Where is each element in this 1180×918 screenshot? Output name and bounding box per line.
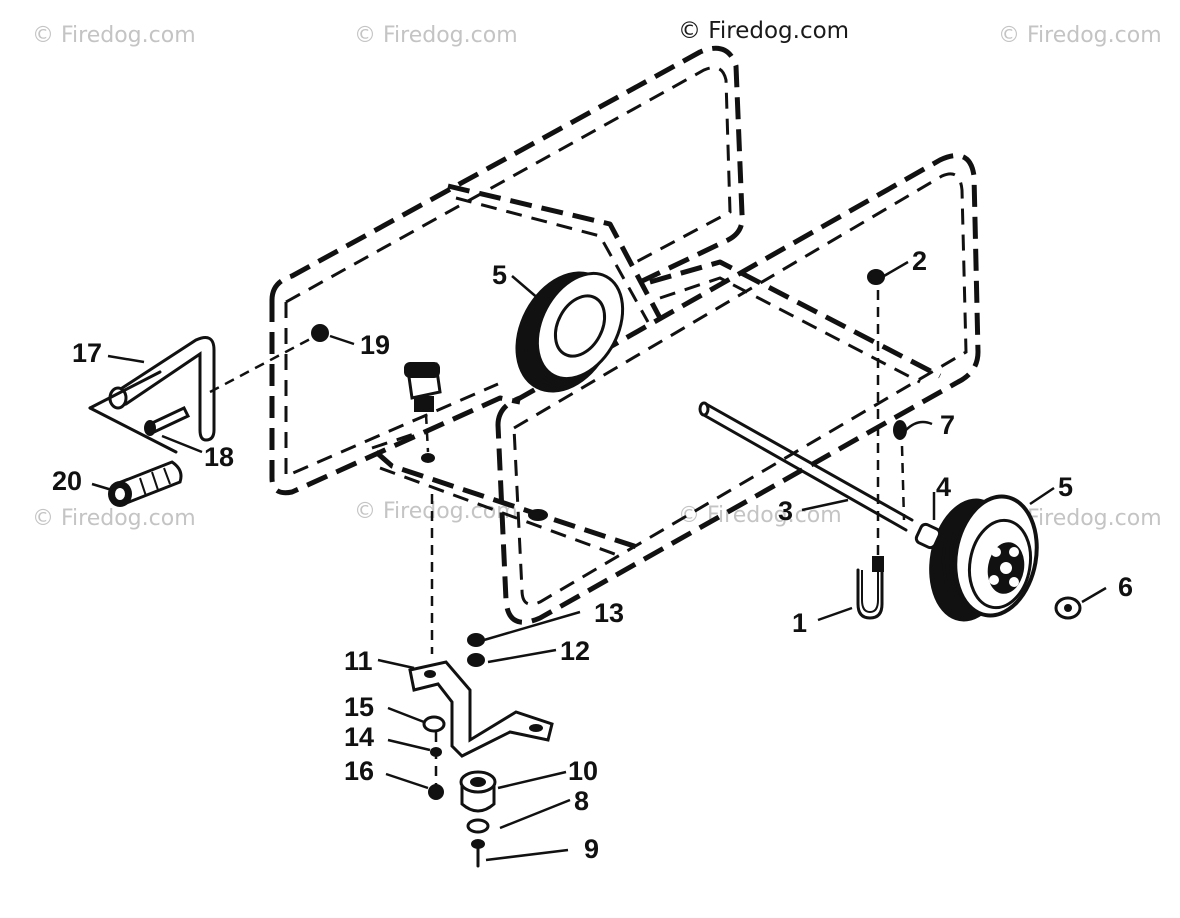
callout-5: 5 (1058, 472, 1073, 502)
front-wheel-assembly (914, 494, 1082, 622)
watermark: © Firedog.com (998, 23, 1162, 48)
callout-13: 13 (594, 598, 624, 628)
callout-2: 2 (912, 246, 927, 276)
callout-17: 17 (72, 338, 102, 368)
stand-assembly (408, 494, 554, 868)
leader-lines (91, 260, 1107, 862)
callout-15: 15 (344, 692, 374, 722)
cap-assembly (404, 362, 442, 463)
callout-19: 19 (360, 330, 390, 360)
callout-14: 14 (344, 722, 374, 752)
callout-20: 20 (52, 466, 82, 496)
watermark: © Firedog.com (354, 499, 518, 524)
callout-7: 7 (940, 410, 955, 440)
watermark: © Firedog.com (32, 506, 196, 531)
callout-6: 6 (1118, 572, 1133, 602)
callout-3: 3 (778, 496, 793, 526)
callout-10: 10 (568, 756, 598, 786)
handle-assembly (88, 324, 329, 507)
callout-12: 12 (560, 636, 590, 666)
watermark: © Firedog.com (678, 18, 849, 44)
u-bolt (856, 269, 907, 620)
frame-outline (269, 45, 981, 625)
watermark: © Firedog.com (354, 23, 518, 48)
rear-wheel (515, 271, 625, 393)
callout-8: 8 (574, 786, 589, 816)
callout-1: 1 (792, 608, 807, 638)
callout-16: 16 (344, 756, 374, 786)
callout-5: 5 (492, 260, 507, 290)
callout-4: 4 (936, 472, 951, 502)
callout-labels: 1 2 3 4 5 5 6 7 8 9 10 11 12 13 14 15 16… (52, 246, 1133, 864)
callout-18: 18 (204, 442, 234, 472)
watermark: © Firedog.com (32, 23, 196, 48)
callout-9: 9 (584, 834, 599, 864)
callout-11: 11 (344, 646, 373, 676)
